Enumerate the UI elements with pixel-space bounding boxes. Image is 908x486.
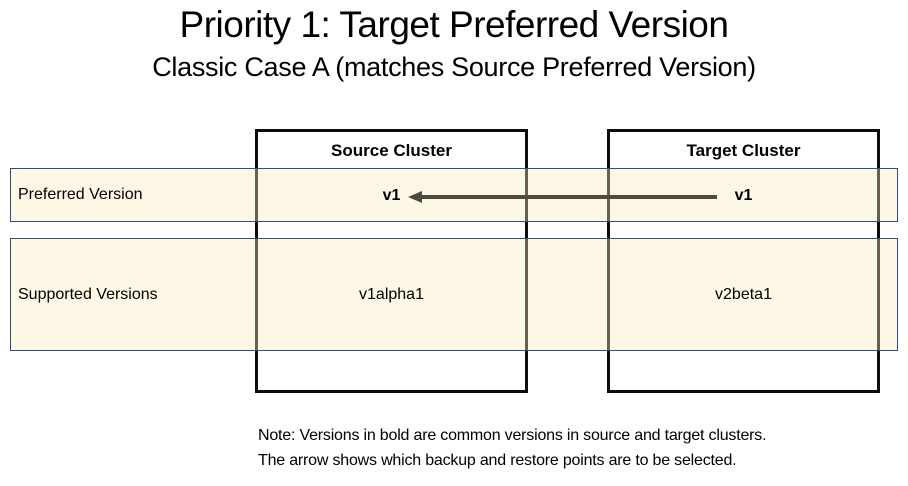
supported-versions-row-label: Supported Versions: [18, 285, 158, 303]
footnote-line-2: The arrow shows which backup and restore…: [258, 452, 737, 469]
target-supported-versions-value: v2beta1: [715, 286, 772, 303]
preferred-version-row: Preferred Version: [10, 168, 898, 222]
page-subtitle: Classic Case A (matches Source Preferred…: [152, 52, 756, 82]
preferred-version-row-label: Preferred Version: [18, 186, 143, 203]
supported-versions-row: Supported Versions: [10, 238, 898, 351]
selection-arrow-line: [421, 195, 717, 199]
target-cluster-header: Target Cluster: [686, 141, 801, 160]
footnote: Note: Versions in bold are common versio…: [258, 423, 898, 473]
footnote-line-1: Note: Versions in bold are common versio…: [258, 427, 767, 444]
target-preferred-version-value: v1: [734, 187, 753, 204]
source-cluster-header: Source Cluster: [331, 141, 452, 160]
source-preferred-version-value: v1: [382, 187, 401, 204]
source-cluster-box: Source Cluster: [255, 129, 528, 393]
page-title: Priority 1: Target Preferred Version: [179, 4, 729, 45]
selection-arrow-left-arrowhead-icon: [408, 191, 422, 203]
source-supported-versions-value: v1alpha1: [359, 286, 424, 303]
target-cluster-box: Target Cluster: [607, 129, 880, 393]
